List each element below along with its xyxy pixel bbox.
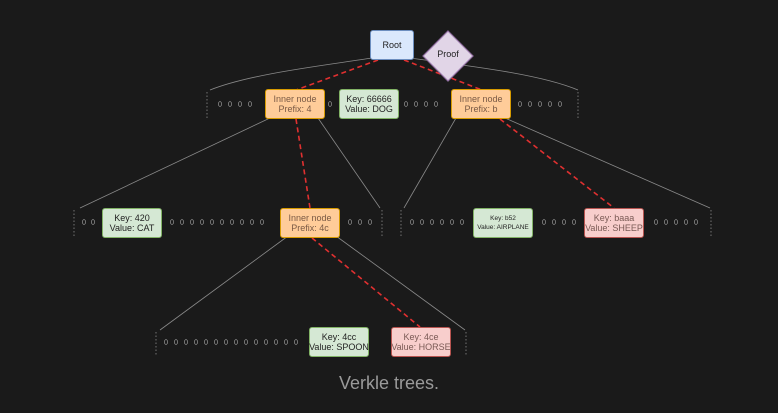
leaf-key: Key: 66666 [346, 94, 392, 104]
dots-row-2-right [542, 219, 698, 225]
leaf-key: Key: 4ce [403, 332, 439, 342]
inner-node-prefix-4: Inner node Prefix: 4 [265, 89, 325, 119]
dots-row-1-mid [328, 101, 438, 107]
inner-node-title: Inner node [273, 94, 317, 104]
proof-edge-root-inner4 [295, 59, 379, 91]
root-node: Root [370, 30, 414, 60]
inner-node-prefix: Prefix: 4 [278, 104, 312, 114]
dots-row-1-left [218, 101, 252, 107]
leaf-node-baaa: Key: baaa Value: SHEEP [584, 208, 644, 238]
inner-node-title: Inner node [288, 213, 332, 223]
connector-inner4-right [317, 117, 381, 209]
inner-node-prefix-b: Inner node Prefix: b [451, 89, 511, 119]
proof-edge-inner4-inner4c [295, 118, 311, 209]
root-node-label: Root [382, 40, 402, 50]
leaf-node-420: Key: 420 Value: CAT [102, 208, 162, 238]
child-slot-dots [82, 101, 698, 345]
inner-node-prefix: Prefix: b [464, 104, 498, 114]
dots-row-1-right [518, 101, 562, 107]
dots-row-2-mid [348, 219, 464, 225]
leaf-key: Key: 420 [114, 213, 150, 223]
leaf-value: Value: CAT [109, 223, 155, 233]
connector-innerb-left [403, 117, 457, 209]
connector-root-left-arc [209, 57, 373, 91]
proof-edge-root-innerb [403, 59, 483, 91]
leaf-key: Key: baaa [593, 213, 635, 223]
dots-row-3 [164, 339, 298, 345]
leaf-node-4cc: Key: 4cc Value: SPOON [309, 327, 369, 357]
figure-caption: Verkle trees. [338, 373, 440, 393]
proof-label: Proof [437, 49, 459, 59]
leaf-node-b52: Key: b52 Value: AIRPLANE [473, 208, 533, 238]
connector-inner4c-left [159, 235, 289, 331]
connector-inner4c-right [335, 235, 466, 331]
proof-path [295, 59, 615, 328]
leaf-value: Value: AIRPLANE [477, 224, 529, 231]
leaf-value: Value: SHEEP [585, 223, 643, 233]
proof-diamond [422, 30, 474, 82]
dots-row-2-far-left [82, 219, 95, 225]
leaf-value: Value: SPOON [309, 342, 369, 352]
inner-node-title: Inner node [459, 94, 503, 104]
inner-node-prefix-4c: Inner node Prefix: 4c [280, 208, 340, 238]
dots-row-2-left [170, 219, 264, 225]
leaf-value: Value: DOG [345, 104, 393, 114]
leaf-node-66666: Key: 66666 Value: DOG [339, 89, 399, 119]
leaf-value: Value: HORSE [391, 342, 451, 352]
inner-node-prefix: Prefix: 4c [291, 223, 329, 233]
leaf-node-4ce: Key: 4ce Value: HORSE [391, 327, 451, 357]
proof-edge-innerb-baaa [499, 118, 615, 209]
connector-inner4-left [79, 117, 271, 209]
proof-edge-inner4c-4ce [311, 237, 421, 328]
leaf-key: Key: 4cc [321, 332, 357, 342]
leaf-key: Key: b52 [490, 215, 516, 222]
connector-innerb-right [504, 117, 711, 209]
